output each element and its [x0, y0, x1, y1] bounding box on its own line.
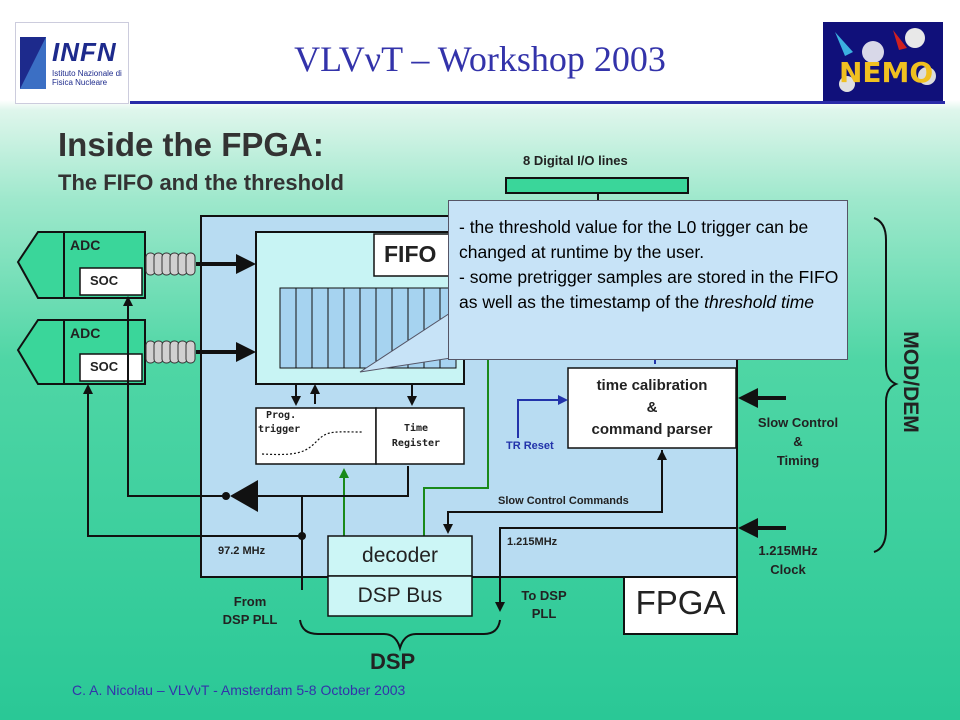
mod-dem-label: MOD/DEM [899, 331, 922, 433]
prog-trigger-label-1: Prog. [266, 410, 297, 421]
clock-97-label: 97.2 MHz [218, 545, 266, 557]
infn-logo-text: INFN [52, 37, 117, 67]
infn-logo: INFN Istituto Nazionale di Fisica Nuclea… [15, 22, 129, 104]
to-dsp-pll-label-1: To DSP [521, 588, 567, 603]
dsp-label: DSP [370, 649, 416, 674]
dsp-bus-block [327, 575, 473, 617]
from-dsp-pll-label-2: DSP PLL [222, 612, 278, 627]
fifo-label: FIFO [384, 241, 437, 267]
infn-logo-subtext: Istituto Nazionale di Fisica Nucleare [52, 69, 122, 87]
infn-logo-graphic [20, 37, 46, 89]
adc-label-2: ADC [70, 325, 101, 341]
slow-control-label-3: Timing [776, 453, 820, 468]
nemo-logo: NEMO [823, 22, 943, 102]
slow-control-label-2: & [793, 434, 803, 449]
adc-bus-1 [145, 252, 196, 276]
digital-io-label: 8 Digital I/O lines [523, 153, 628, 168]
callout-line-2b: threshold time [704, 292, 815, 312]
fpga-label-box [623, 576, 738, 635]
nemo-logo-graphic [835, 28, 936, 92]
soc-label-2: SOC [90, 359, 119, 374]
header-divider [130, 101, 945, 104]
soc-box-1 [79, 267, 143, 296]
buffer-triangle [230, 480, 258, 512]
slow-control-command-wire [443, 450, 663, 534]
soc-drive-wire [123, 296, 226, 497]
soc-box-2 [79, 353, 143, 382]
tr-reset-wire [517, 395, 568, 438]
mod-dem-brace [873, 217, 899, 553]
time-calibration-label-1: time calibration [596, 377, 708, 394]
dsp-brace [299, 619, 501, 652]
tr-reset-label: TR Reset [506, 440, 554, 452]
adc-label-1: ADC [70, 237, 101, 253]
from-dsp-pll-label-1: From [233, 594, 267, 609]
decoder-label: decoder [362, 544, 438, 567]
green-wire-2 [423, 350, 493, 536]
callout-line-2: - some pretrigger samples are stored in … [459, 265, 839, 315]
time-calibration-block [567, 367, 737, 449]
callout-line-2a: - some pretrigger samples are stored in … [459, 267, 839, 312]
slow-control-label-1: Slow Control [757, 415, 839, 430]
time-calibration-label-3: command parser [591, 421, 713, 438]
slide-subheading: The FIFO and the threshold [58, 170, 344, 195]
slow-control-commands-label: Slow Control Commands [498, 495, 629, 507]
clock-1215-inner-label: 1.215MHz [507, 536, 558, 548]
digital-io-bar [505, 177, 689, 194]
slide-title: VLVνT – Workshop 2003 [294, 39, 666, 79]
adc-bus-2 [145, 340, 196, 364]
to-dsp-pll-wire [495, 527, 736, 612]
fpga-label: FPGA [635, 584, 726, 621]
threshold-callout: - the threshold value for the L0 trigger… [448, 200, 848, 360]
soc-label-1: SOC [90, 273, 119, 288]
prog-trigger-label-2: trigger [258, 424, 301, 435]
clock-97-wire [83, 384, 303, 578]
callout-line-1: - the threshold value for the L0 trigger… [459, 217, 809, 262]
footer: C. A. Nicolau – VLVνT - Amsterdam 5-8 Oc… [72, 682, 406, 698]
clock-1215-outer-label-2: Clock [770, 562, 806, 577]
time-register-label-1: Time [403, 423, 429, 434]
time-register-block [375, 407, 465, 465]
time-calibration-label-2: & [646, 399, 658, 416]
time-register-label-2: Register [391, 438, 441, 449]
clock-1215-outer-label-1: 1.215MHz [758, 543, 818, 558]
to-dsp-pll-label-2: PLL [531, 606, 557, 621]
nemo-logo-text: NEMO [839, 56, 934, 89]
dsp-bus-label: DSP Bus [357, 584, 443, 607]
slide-heading: Inside the FPGA: [58, 126, 324, 163]
buffer-input-wire [258, 466, 409, 497]
trigger-curve [261, 431, 363, 456]
